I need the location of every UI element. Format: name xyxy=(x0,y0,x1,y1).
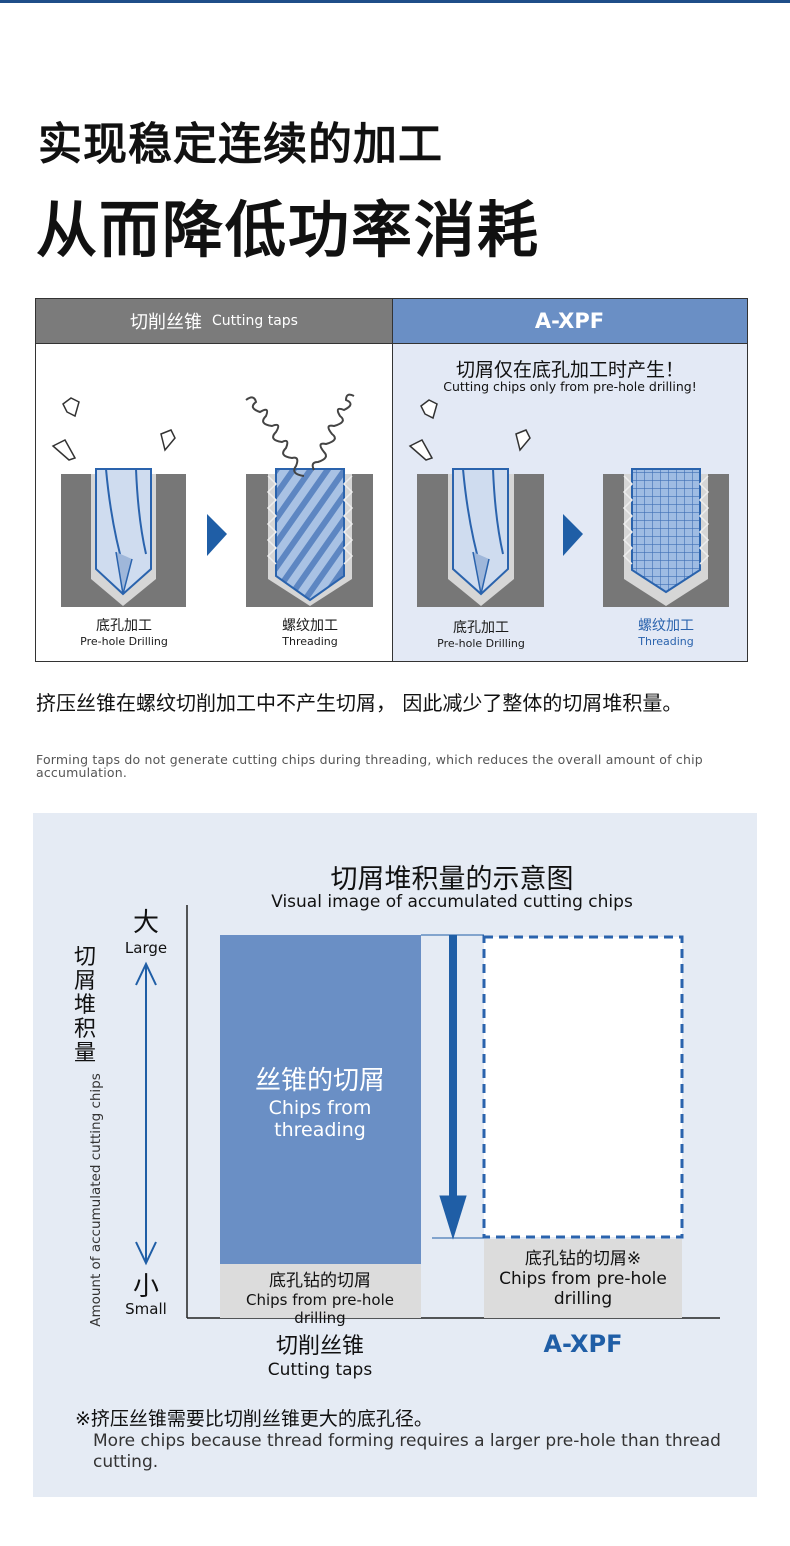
drilling-step-illustration-left xyxy=(51,397,186,607)
bar-threading-label-cn: 丝锥的切屑 xyxy=(254,1066,385,1096)
bar-prehole-label-cutting-en: Chips from pre-hole drilling xyxy=(245,1291,394,1327)
axpf-header: A-XPF xyxy=(392,299,747,343)
step-arrow-icon xyxy=(563,514,583,556)
bar-threading-chips xyxy=(220,935,421,1264)
description-cn: 挤压丝锥在螺纹切削加工中不产生切屑， 因此减少了整体的切屑堆积量。 xyxy=(36,691,683,715)
spiral-chips-icon xyxy=(245,393,355,477)
headline-line1: 实现稳定连续的加工 xyxy=(38,119,443,170)
reduction-arrow-head-icon xyxy=(439,1195,467,1240)
comparison-panel: 切削丝锥 Cutting taps A-XPF 切屑仅在底孔加工时产生！ Cut… xyxy=(35,298,748,662)
headline-line2: 从而降低功率消耗 xyxy=(36,195,541,266)
reduction-arrow-shaft xyxy=(449,935,457,1205)
large-label-en: Large xyxy=(124,939,168,957)
x-label-cutting-taps-en: Cutting taps xyxy=(267,1360,373,1380)
step-caption-4: 螺纹加工 Threading xyxy=(638,618,694,648)
large-label-cn: 大 xyxy=(132,908,159,938)
panel-divider xyxy=(392,299,393,661)
threading-step-illustration-cutting xyxy=(245,393,373,607)
chart-title-en: Visual image of accumulated cutting chip… xyxy=(271,892,633,912)
description-en: Forming taps do not generate cutting chi… xyxy=(36,752,703,780)
bar-threading-label-en: Chips from threading xyxy=(268,1097,372,1141)
step-caption-1: 底孔加工 Pre-hole Drilling xyxy=(80,618,168,648)
footnote-cn: ※挤压丝锥需要比切削丝锥更大的底孔径。 xyxy=(75,1408,433,1430)
drilling-step-illustration-right xyxy=(408,399,544,607)
bar-prehole-label-axpf: 底孔钻的切屑※ Chips from pre-hole drilling xyxy=(484,1244,682,1309)
process-illustration xyxy=(51,393,729,607)
y-axis-label-cn: 切屑堆积量 xyxy=(73,945,96,1066)
bar-prehole-chips-cutting xyxy=(220,1264,421,1318)
cutting-taps-header-en: Cutting taps xyxy=(212,313,298,329)
step-caption-2: 螺纹加工 Threading xyxy=(282,618,338,648)
step-arrow-icon xyxy=(207,514,227,556)
cutting-taps-header-cn: 切削丝锥 xyxy=(130,312,202,333)
arrow-down-icon xyxy=(135,1241,157,1266)
threading-step-illustration-forming xyxy=(603,468,729,607)
bar-threading-label: 丝锥的切屑 Chips from threading xyxy=(220,1060,420,1141)
top-border-line xyxy=(0,0,790,3)
step-caption-3: 底孔加工 Pre-hole Drilling xyxy=(437,620,525,650)
axpf-note-cn: 切屑仅在底孔加工时产生！ xyxy=(455,359,684,381)
chip-icon xyxy=(51,397,176,461)
y-axis-label-en: Amount of accumulated cutting chips xyxy=(88,1073,104,1327)
x-label-cutting-taps: 切削丝锥 Cutting taps xyxy=(220,1328,420,1380)
bar-eliminated-chips xyxy=(482,935,684,1239)
bar-prehole-label-cutting: 底孔钻的切屑 Chips from pre-hole drilling xyxy=(220,1266,420,1327)
header-divider xyxy=(36,343,747,344)
arrow-up-icon xyxy=(135,961,157,986)
small-label-cn: 小 xyxy=(132,1272,159,1302)
cutting-taps-header: 切削丝锥 Cutting taps xyxy=(36,299,392,343)
chart-title-cn: 切屑堆积量的示意图 xyxy=(330,864,574,895)
footnote-en: More chips because thread forming requir… xyxy=(93,1431,721,1472)
axpf-note-en: Cutting chips only from pre-hole drillin… xyxy=(443,379,697,394)
bar-prehole-label-cutting-cn: 底孔钻的切屑 xyxy=(269,1271,371,1291)
bar-prehole-label-axpf-cn: 底孔钻的切屑※ xyxy=(524,1249,642,1269)
x-label-axpf: A-XPF xyxy=(543,1330,623,1358)
chip-icon xyxy=(408,399,531,461)
bar-prehole-label-axpf-en: Chips from pre-hole drilling xyxy=(499,1269,667,1309)
x-label-cutting-taps-cn: 切削丝锥 xyxy=(275,1334,364,1359)
bar-prehole-chips-axpf xyxy=(484,1239,682,1318)
small-label-en: Small xyxy=(125,1300,167,1318)
